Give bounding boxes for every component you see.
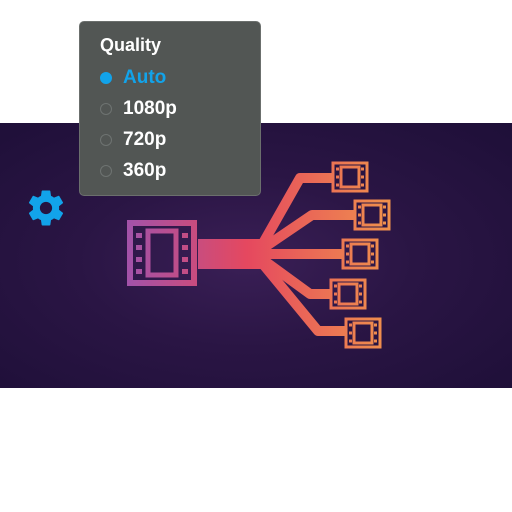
quality-option-label: 720p — [123, 128, 167, 150]
film-branching-streams-illustration — [127, 161, 391, 349]
quality-menu: Quality Auto 1080p 720p 360p — [79, 21, 261, 196]
radio-unselected-icon — [100, 102, 112, 115]
quality-option-label: 1080p — [123, 97, 177, 119]
quality-option-label: Auto — [123, 66, 167, 88]
output-film-icon — [353, 199, 391, 231]
quality-option-auto[interactable]: Auto — [80, 62, 260, 93]
output-film-icon — [341, 238, 379, 270]
quality-option-720p[interactable]: 720p — [80, 124, 260, 155]
quality-menu-title: Quality — [100, 35, 162, 55]
quality-option-1080p[interactable]: 1080p — [80, 93, 260, 124]
gear-icon — [28, 190, 64, 226]
quality-option-360p[interactable]: 360p — [80, 155, 260, 186]
output-film-icon — [344, 317, 382, 349]
output-film-icon — [329, 278, 367, 310]
radio-unselected-icon — [100, 133, 112, 146]
source-film-icon — [127, 220, 197, 286]
settings-button[interactable] — [25, 187, 67, 229]
radio-unselected-icon — [100, 164, 112, 177]
output-film-icon — [331, 161, 369, 193]
quality-option-label: 360p — [123, 159, 167, 181]
radio-selected-icon — [100, 71, 112, 84]
